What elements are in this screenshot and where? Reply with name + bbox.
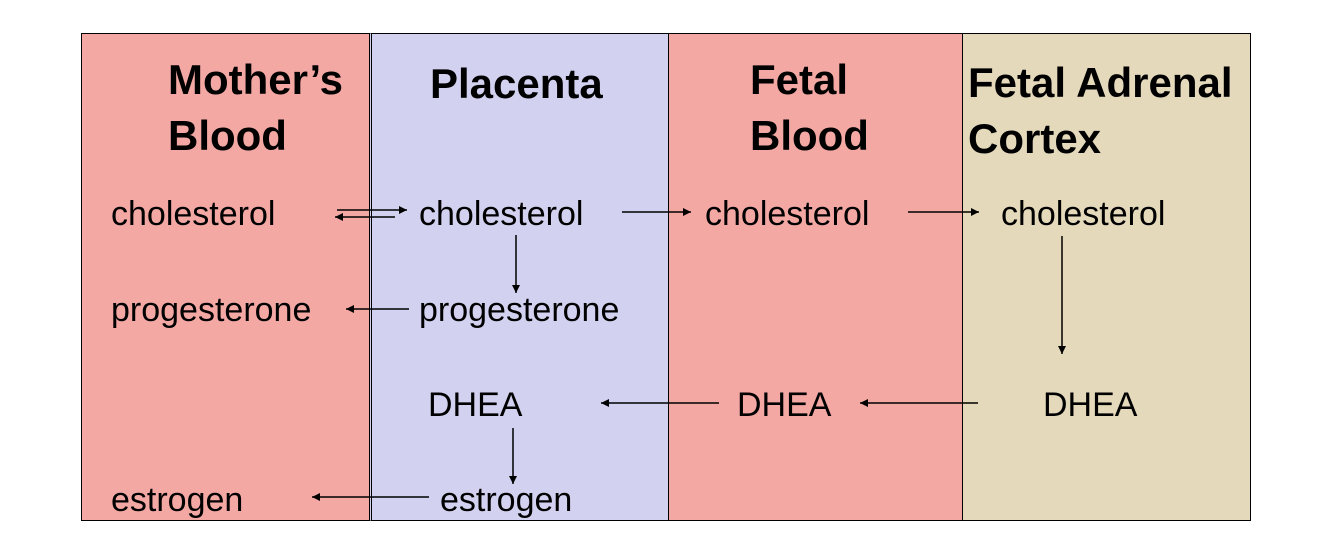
fetal-blood-heading: Fetal Blood [750,56,869,159]
mothers-blood-column [81,33,369,521]
adrenal-dhea-label: DHEA [1043,386,1138,424]
placenta-heading: Placenta [430,60,603,107]
mother-cholesterol-label: cholesterol [111,195,276,233]
fetal-adrenal-cortex-column [963,33,1251,521]
fetal-blood-column [669,33,963,521]
fetal-cholesterol-label: cholesterol [705,195,870,233]
placenta-column [369,33,669,521]
mother-estrogen-label: estrogen [111,481,244,519]
mothers-blood-heading: Mother’s Blood [168,56,344,159]
fetal-dhea-label: DHEA [737,386,832,424]
placenta-estrogen-label: estrogen [440,481,573,519]
placenta-dhea-label: DHEA [428,386,523,424]
mother-progesterone-label: progesterone [111,291,312,329]
placenta-cholesterol-label: cholesterol [419,195,584,233]
fetal-adrenal-cortex-heading: Fetal Adrenal Cortex [968,59,1233,162]
placenta-progesterone-label: progesterone [419,291,620,329]
adrenal-cholesterol-label: cholesterol [1001,195,1166,233]
